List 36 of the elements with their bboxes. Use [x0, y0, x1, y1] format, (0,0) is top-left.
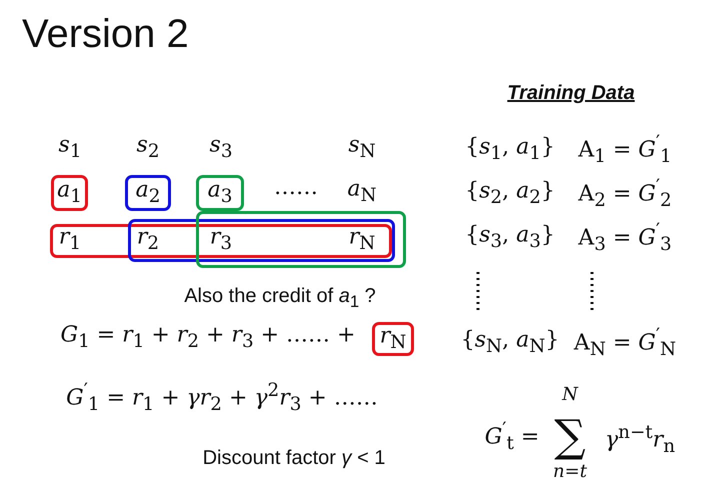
highlight-box	[125, 175, 171, 211]
question-text: Also the credit of a$_{1}$ ?	[184, 284, 376, 312]
math-expression: G$_{1}$ = r$_{1}$ + r$_{2}$ + r$_{3}$ + …… +	[60, 324, 356, 352]
highlight-box	[372, 322, 414, 356]
math-expression: {s$_{N}$, a$_{N}$}	[460, 328, 560, 358]
highlight-box	[50, 224, 392, 258]
highlight-box	[51, 175, 88, 211]
math-expression: n=t	[553, 462, 587, 482]
math-symbol: r$_{1}$	[58, 226, 82, 254]
math-symbol: r$_{N}$	[348, 226, 376, 254]
highlight-box	[196, 211, 406, 268]
math-expression: {s$_{2}$, a$_{2}$}	[465, 180, 555, 208]
math-symbol: a$_{N}$	[347, 178, 377, 206]
math-expression: γ$^{n−t}$r$_{n}$	[604, 423, 676, 457]
math-symbol: a$_{2}$	[136, 178, 160, 208]
slide-title: Version 2	[22, 12, 189, 57]
math-symbol: r$_{2}$	[136, 226, 160, 254]
math-symbol: N	[562, 385, 578, 405]
math-expression: G$^{′}$$_{1}$ = r$_{1}$ + γr$_{2}$ + γ$^{2}$r$_{3}$ + ……	[66, 381, 378, 415]
math-symbol: s$_{2}$	[136, 134, 160, 162]
math-symbol: a$_{1}$	[57, 178, 82, 208]
sum-symbol: ∑	[554, 412, 586, 462]
ellipsis: ……	[274, 176, 318, 200]
math-symbol: r$_{3}$	[210, 226, 232, 254]
caption-text: Discount factor γ < 1	[202, 447, 386, 469]
heading: Training Data	[507, 82, 635, 104]
math-symbol: s$_{N}$	[348, 134, 376, 162]
math-expression: {s$_{3}$, a$_{3}$}	[465, 224, 555, 252]
math-symbol: r$_{N}$	[380, 324, 406, 354]
highlight-box	[196, 175, 244, 211]
math-symbol: s$_{1}$	[58, 134, 82, 162]
math-symbol: s$_{3}$	[210, 134, 232, 162]
math-expression: {s$_{1}$, a$_{1}$}	[465, 136, 555, 164]
math-expression: G$^{′}$$_{t}$ =	[484, 420, 540, 454]
highlight-box	[128, 219, 395, 262]
math-symbol: a$_{3}$	[208, 178, 232, 208]
